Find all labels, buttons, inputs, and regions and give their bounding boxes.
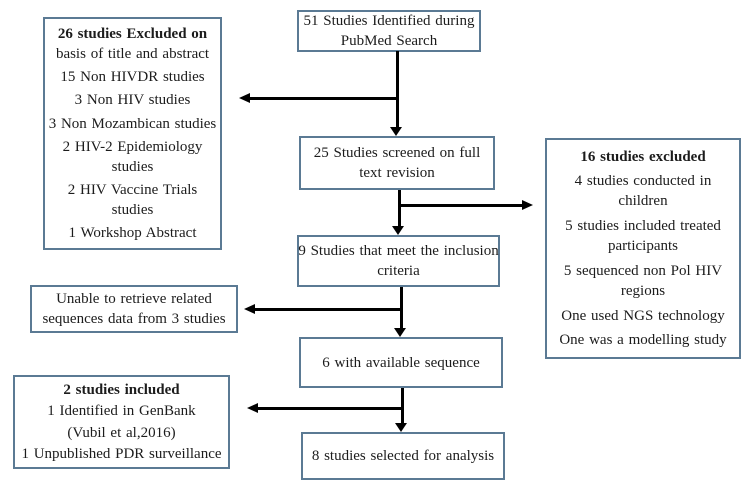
- box-text-line: 51 Studies Identified during: [303, 13, 475, 29]
- box-available-sequence: 6 with available sequence: [299, 337, 503, 388]
- box-text-line: 6 with available sequence: [322, 354, 480, 371]
- arrowhead-down-icon: [395, 423, 407, 432]
- box-text-line: 25 Studies screened on full: [313, 145, 481, 161]
- excluded-item: 15 Non HIVDR studies: [60, 69, 205, 86]
- box-header: 26 studies Excluded on basis of title an…: [56, 24, 209, 64]
- included-item: 1 Unpublished PDR surveillance: [21, 445, 222, 462]
- box-studies-screened: 25 Studies screened on full text revisio…: [299, 136, 495, 190]
- box-title: 26 studies Excluded on: [57, 26, 208, 43]
- arrowhead-down-icon: [392, 226, 404, 235]
- excluded-item: 4 studies conducted in children: [574, 173, 712, 210]
- arrow-to-unable-to-retrieve: [255, 308, 401, 311]
- excluded-item: 5 studies included treated participants: [565, 218, 721, 255]
- excluded-item: 2 HIV Vaccine Trials studies: [67, 181, 198, 218]
- box-unable-to-retrieve: Unable to retrieve related sequences dat…: [30, 285, 238, 333]
- arrowhead-down-icon: [390, 127, 402, 136]
- excluded-item: 2 HIV-2 Epidemiology studies: [62, 138, 203, 175]
- excluded-item: One was a modelling study: [559, 332, 727, 349]
- box-text-line: text revision: [359, 165, 435, 181]
- box-text-line: sequences data from 3 studies: [42, 311, 226, 327]
- box-selected-for-analysis: 8 studies selected for analysis: [301, 432, 505, 480]
- excluded-item: 3 Non Mozambican studies: [48, 115, 217, 132]
- arrow-available-to-selected: [401, 388, 404, 424]
- arrow-to-excluded-title-abstract: [250, 97, 398, 100]
- arrow-to-studies-included: [258, 407, 402, 410]
- arrow-to-excluded-full-text: [400, 204, 523, 207]
- box-inclusion-criteria: 9 Studies that meet the inclusion criter…: [297, 235, 500, 287]
- arrow-screened-to-inclusion: [398, 190, 401, 227]
- box-title: 2 studies included: [63, 382, 180, 399]
- arrow-identified-to-screened: [396, 51, 399, 128]
- arrowhead-down-icon: [394, 328, 406, 337]
- box-text-line: criteria: [377, 263, 420, 279]
- arrowhead-left-icon: [239, 93, 250, 103]
- included-item: 1 Identified in GenBank: [47, 403, 196, 420]
- box-excluded-title-abstract: 26 studies Excluded on basis of title an…: [43, 17, 222, 250]
- arrow-inclusion-to-available: [400, 287, 403, 329]
- box-text-line: Unable to retrieve related: [56, 291, 212, 307]
- box-text-line: PubMed Search: [340, 33, 438, 49]
- excluded-item: One used NGS technology: [561, 307, 725, 324]
- arrowhead-right-icon: [522, 200, 533, 210]
- box-title: 16 studies excluded: [580, 148, 706, 165]
- box-text-line: 9 Studies that meet the inclusion: [298, 243, 499, 259]
- included-item: (Vubil et al,2016): [67, 424, 176, 441]
- excluded-item: 5 sequenced non Pol HIV regions: [563, 262, 723, 299]
- arrowhead-left-icon: [244, 304, 255, 314]
- box-excluded-full-text: 16 studies excluded 4 studies conducted …: [545, 138, 741, 359]
- box-subtitle: basis of title and abstract: [55, 46, 210, 63]
- excluded-item: 1 Workshop Abstract: [68, 224, 197, 241]
- box-studies-identified: 51 Studies Identified during PubMed Sear…: [297, 10, 481, 52]
- excluded-item: 3 Non HIV studies: [74, 92, 191, 109]
- box-studies-included: 2 studies included 1 Identified in GenBa…: [13, 375, 230, 469]
- box-text-line: 8 studies selected for analysis: [311, 448, 495, 464]
- arrowhead-left-icon: [247, 403, 258, 413]
